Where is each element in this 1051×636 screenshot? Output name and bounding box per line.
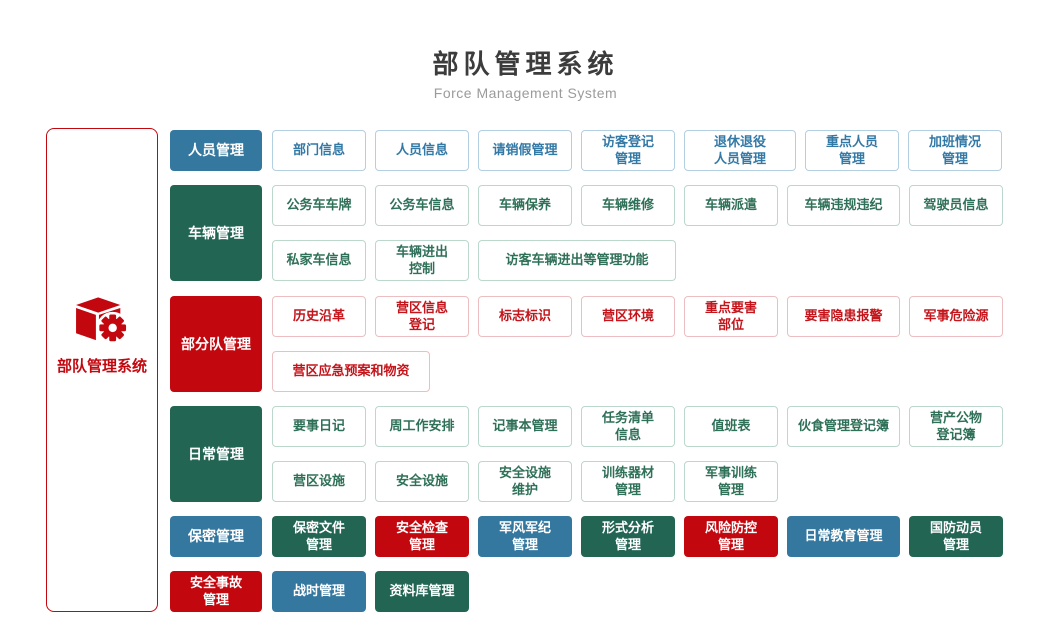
feature-item: 要害隐患报警 (787, 296, 900, 337)
module-database: 资料库管理 (375, 571, 469, 612)
row-secrecy: 保密管理 保密文件 管理 安全检查 管理 军风军纪 管理 形式分析 管理 风险防… (170, 516, 1003, 557)
feature-item: 安全设施 维护 (478, 461, 572, 502)
feature-item: 访客登记 管理 (581, 130, 675, 171)
feature-item: 安全检查 管理 (375, 516, 469, 557)
feature-item: 形式分析 管理 (581, 516, 675, 557)
feature-item: 国防动员 管理 (909, 516, 1003, 557)
feature-item: 部门信息 (272, 130, 366, 171)
feature-item: 任务清单 信息 (581, 406, 675, 447)
category-secrecy: 保密管理 (170, 516, 262, 557)
row-bottom: 安全事故 管理 战时管理 资料库管理 (170, 571, 469, 612)
feature-item: 训练器材 管理 (581, 461, 675, 502)
cube-gear-icon (73, 295, 131, 347)
feature-item: 加班情况 管理 (908, 130, 1002, 171)
category-personnel: 人员管理 (170, 130, 262, 171)
feature-item: 值班表 (684, 406, 778, 447)
feature-item: 军风军纪 管理 (478, 516, 572, 557)
feature-item: 营区环境 (581, 296, 675, 337)
page-subtitle: Force Management System (433, 85, 618, 101)
root-system-label: 部队管理系统 (56, 357, 147, 375)
row-bottom-items: 战时管理 资料库管理 (272, 571, 469, 612)
feature-item: 车辆派遣 (684, 185, 778, 226)
feature-item: 营区应急预案和物资 (272, 351, 430, 392)
row-daily-items: 要事日记 周工作安排 记事本管理 任务清单 信息 值班表 伙食管理登记簿 营产公… (272, 406, 1003, 502)
feature-item: 保密文件 管理 (272, 516, 366, 557)
row-unit-items: 历史沿革 营区信息 登记 标志标识 营区环境 重点要害 部位 要害隐患报警 军事… (272, 296, 1003, 392)
row-daily: 日常管理 要事日记 周工作安排 记事本管理 任务清单 信息 值班表 伙食管理登记… (170, 406, 1003, 502)
feature-item: 风险防控 管理 (684, 516, 778, 557)
feature-item: 访客车辆进出等管理功能 (478, 240, 676, 281)
feature-item: 退休退役 人员管理 (684, 130, 796, 171)
feature-item: 要事日记 (272, 406, 366, 447)
feature-item: 历史沿革 (272, 296, 366, 337)
feature-item: 重点人员 管理 (805, 130, 899, 171)
feature-item: 私家车信息 (272, 240, 366, 281)
row-vehicle-items: 公务车车牌 公务车信息 车辆保养 车辆维修 车辆派遣 车辆违规违纪 驾驶员信息 … (272, 185, 1003, 281)
page-title: 部队管理系统 (432, 49, 619, 79)
module-safety-accident: 安全事故 管理 (170, 571, 262, 612)
feature-item: 周工作安排 (375, 406, 469, 447)
feature-item: 安全设施 (375, 461, 469, 502)
feature-item: 车辆进出 控制 (375, 240, 469, 281)
feature-item: 营区设施 (272, 461, 366, 502)
feature-item: 营产公物 登记簿 (909, 406, 1003, 447)
root-system-content: 部队管理系统 (57, 295, 147, 376)
category-daily: 日常管理 (170, 406, 262, 502)
feature-item: 营区信息 登记 (375, 296, 469, 337)
feature-item: 车辆维修 (581, 185, 675, 226)
feature-item: 请销假管理 (478, 130, 572, 171)
root-system-box: 部队管理系统 (46, 128, 158, 612)
feature-item: 军事训练 管理 (684, 461, 778, 502)
feature-item: 人员信息 (375, 130, 469, 171)
row-personnel-items: 部门信息 人员信息 请销假管理 访客登记 管理 退休退役 人员管理 重点人员 管… (272, 130, 1002, 171)
feature-item: 车辆保养 (478, 185, 572, 226)
feature-item: 驾驶员信息 (909, 185, 1003, 226)
feature-item: 日常教育管理 (787, 516, 900, 557)
feature-item: 公务车信息 (375, 185, 469, 226)
feature-item: 标志标识 (478, 296, 572, 337)
feature-item: 车辆违规违纪 (787, 185, 900, 226)
feature-item: 伙食管理登记簿 (787, 406, 900, 447)
feature-item: 公务车车牌 (272, 185, 366, 226)
feature-item: 记事本管理 (478, 406, 572, 447)
row-secrecy-items: 保密文件 管理 安全检查 管理 军风军纪 管理 形式分析 管理 风险防控 管理 … (272, 516, 1003, 557)
category-unit: 部分队管理 (170, 296, 262, 392)
row-unit: 部分队管理 历史沿革 营区信息 登记 标志标识 营区环境 重点要害 部位 要害隐… (170, 296, 1003, 392)
category-vehicle: 车辆管理 (170, 185, 262, 281)
row-vehicle: 车辆管理 公务车车牌 公务车信息 车辆保养 车辆维修 车辆派遣 车辆违规违纪 驾… (170, 185, 1003, 281)
row-personnel: 人员管理 部门信息 人员信息 请销假管理 访客登记 管理 退休退役 人员管理 重… (170, 130, 1002, 171)
feature-item: 军事危险源 (909, 296, 1003, 337)
module-wartime: 战时管理 (272, 571, 366, 612)
feature-item: 重点要害 部位 (684, 296, 778, 337)
